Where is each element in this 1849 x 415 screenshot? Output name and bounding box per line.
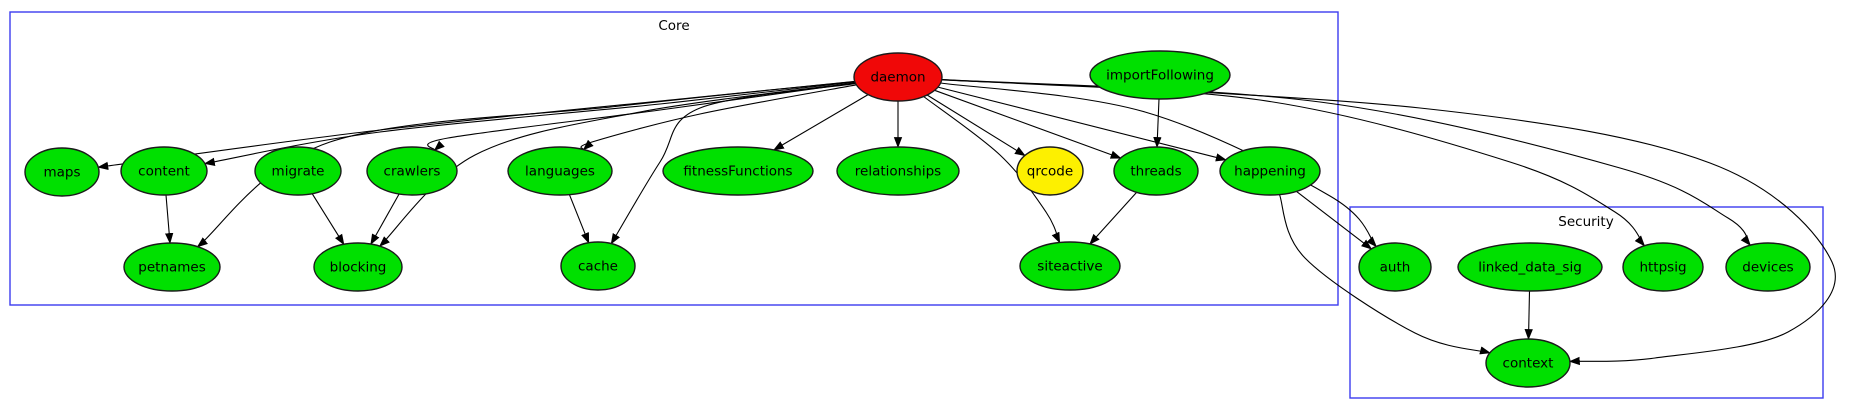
node-shape-threads bbox=[1113, 146, 1199, 196]
node-label-happening: happening bbox=[1234, 164, 1306, 180]
node-shape-crawlers bbox=[366, 146, 458, 196]
node-shape-devices bbox=[1725, 242, 1811, 292]
node-shape-blocking bbox=[313, 242, 403, 292]
edge-importFollowing-to-threads bbox=[1153, 98, 1162, 149]
node-daemon: daemon bbox=[853, 52, 943, 102]
node-shape-languages bbox=[507, 146, 613, 196]
cluster-box-core bbox=[9, 11, 1339, 306]
node-httpsig: httpsig bbox=[1622, 242, 1704, 292]
edge-daemon-to-fitnessFunctions bbox=[772, 94, 869, 151]
node-label-linked_data_sig: linked_data_sig bbox=[1478, 260, 1582, 276]
node-maps: maps bbox=[24, 147, 100, 197]
edge-daemon-to-context bbox=[941, 79, 1836, 366]
edge-daemon-to-crawlers bbox=[427, 82, 856, 152]
edge-daemon-to-cache bbox=[610, 83, 856, 245]
node-label-auth: auth bbox=[1380, 260, 1411, 276]
node-blocking: blocking bbox=[313, 242, 403, 292]
node-label-blocking: blocking bbox=[330, 260, 387, 276]
edge-happening-to-auth bbox=[1296, 190, 1373, 250]
node-shape-content bbox=[120, 146, 208, 196]
node-label-content: content bbox=[138, 164, 190, 180]
edge-migrate-to-blocking bbox=[311, 193, 345, 246]
node-shape-happening bbox=[1219, 146, 1321, 196]
node-shape-fitnessFunctions bbox=[662, 146, 814, 196]
node-label-threads: threads bbox=[1130, 164, 1181, 180]
node-shape-migrate bbox=[254, 146, 342, 196]
node-label-context: context bbox=[1503, 356, 1554, 372]
node-shape-relationships bbox=[836, 146, 960, 196]
node-shape-siteactive bbox=[1019, 241, 1121, 291]
node-shape-importFollowing bbox=[1089, 50, 1231, 100]
cluster-label-security: Security bbox=[1558, 214, 1613, 230]
node-shape-cache bbox=[560, 241, 636, 291]
node-shape-maps bbox=[24, 147, 100, 197]
node-label-siteactive: siteactive bbox=[1037, 259, 1102, 275]
node-qrcode: qrcode bbox=[1016, 146, 1084, 196]
edge-threads-to-siteactive bbox=[1089, 191, 1138, 245]
node-label-importFollowing: importFollowing bbox=[1106, 68, 1214, 84]
node-shape-petnames bbox=[123, 242, 221, 292]
node-migrate: migrate bbox=[254, 146, 342, 196]
node-label-petnames: petnames bbox=[138, 260, 206, 276]
edge-languages-to-cache bbox=[568, 194, 590, 244]
node-shape-context bbox=[1485, 338, 1571, 388]
node-petnames: petnames bbox=[123, 242, 221, 292]
node-label-relationships: relationships bbox=[855, 164, 941, 180]
edge-happening-to-context bbox=[1278, 194, 1491, 355]
node-shape-qrcode bbox=[1016, 146, 1084, 196]
edge-daemon-to-petnames bbox=[196, 80, 855, 248]
node-devices: devices bbox=[1725, 242, 1811, 292]
node-label-fitnessFunctions: fitnessFunctions bbox=[683, 164, 792, 180]
node-threads: threads bbox=[1113, 146, 1199, 196]
node-shape-auth bbox=[1358, 242, 1432, 292]
node-happening: happening bbox=[1219, 146, 1321, 196]
node-label-crawlers: crawlers bbox=[384, 164, 441, 180]
node-context: context bbox=[1485, 338, 1571, 388]
node-linked_data_sig: linked_data_sig bbox=[1457, 242, 1603, 292]
node-fitnessFunctions: fitnessFunctions bbox=[662, 146, 814, 196]
cluster-box-security bbox=[1349, 206, 1824, 399]
edge-daemon-to-threads bbox=[934, 89, 1122, 159]
cluster-label-core: Core bbox=[658, 18, 689, 34]
node-label-cache: cache bbox=[578, 259, 618, 275]
edge-content-to-petnames bbox=[165, 194, 174, 245]
node-label-devices: devices bbox=[1742, 260, 1793, 276]
node-label-languages: languages bbox=[525, 164, 595, 180]
node-shape-httpsig bbox=[1622, 242, 1704, 292]
edge-daemon-to-languages bbox=[580, 84, 857, 151]
node-label-migrate: migrate bbox=[272, 164, 325, 180]
node-label-maps: maps bbox=[43, 165, 80, 181]
node-content: content bbox=[120, 146, 208, 196]
node-label-daemon: daemon bbox=[870, 70, 925, 86]
node-siteactive: siteactive bbox=[1019, 241, 1121, 291]
node-importFollowing: importFollowing bbox=[1089, 50, 1231, 100]
node-relationships: relationships bbox=[836, 146, 960, 196]
node-shape-linked_data_sig bbox=[1457, 242, 1603, 292]
edge-daemon-to-auth bbox=[940, 82, 1377, 248]
node-auth: auth bbox=[1358, 242, 1432, 292]
edge-daemon-to-happening bbox=[937, 86, 1227, 162]
node-languages: languages bbox=[507, 146, 613, 196]
node-crawlers: crawlers bbox=[366, 146, 458, 196]
edge-linked_data_sig-to-context bbox=[1524, 290, 1533, 341]
node-label-qrcode: qrcode bbox=[1027, 164, 1073, 180]
node-label-httpsig: httpsig bbox=[1639, 260, 1686, 276]
edge-daemon-to-qrcode bbox=[926, 94, 1026, 157]
node-cache: cache bbox=[560, 241, 636, 291]
edge-crawlers-to-blocking bbox=[370, 193, 400, 246]
node-shape-daemon bbox=[853, 52, 943, 102]
